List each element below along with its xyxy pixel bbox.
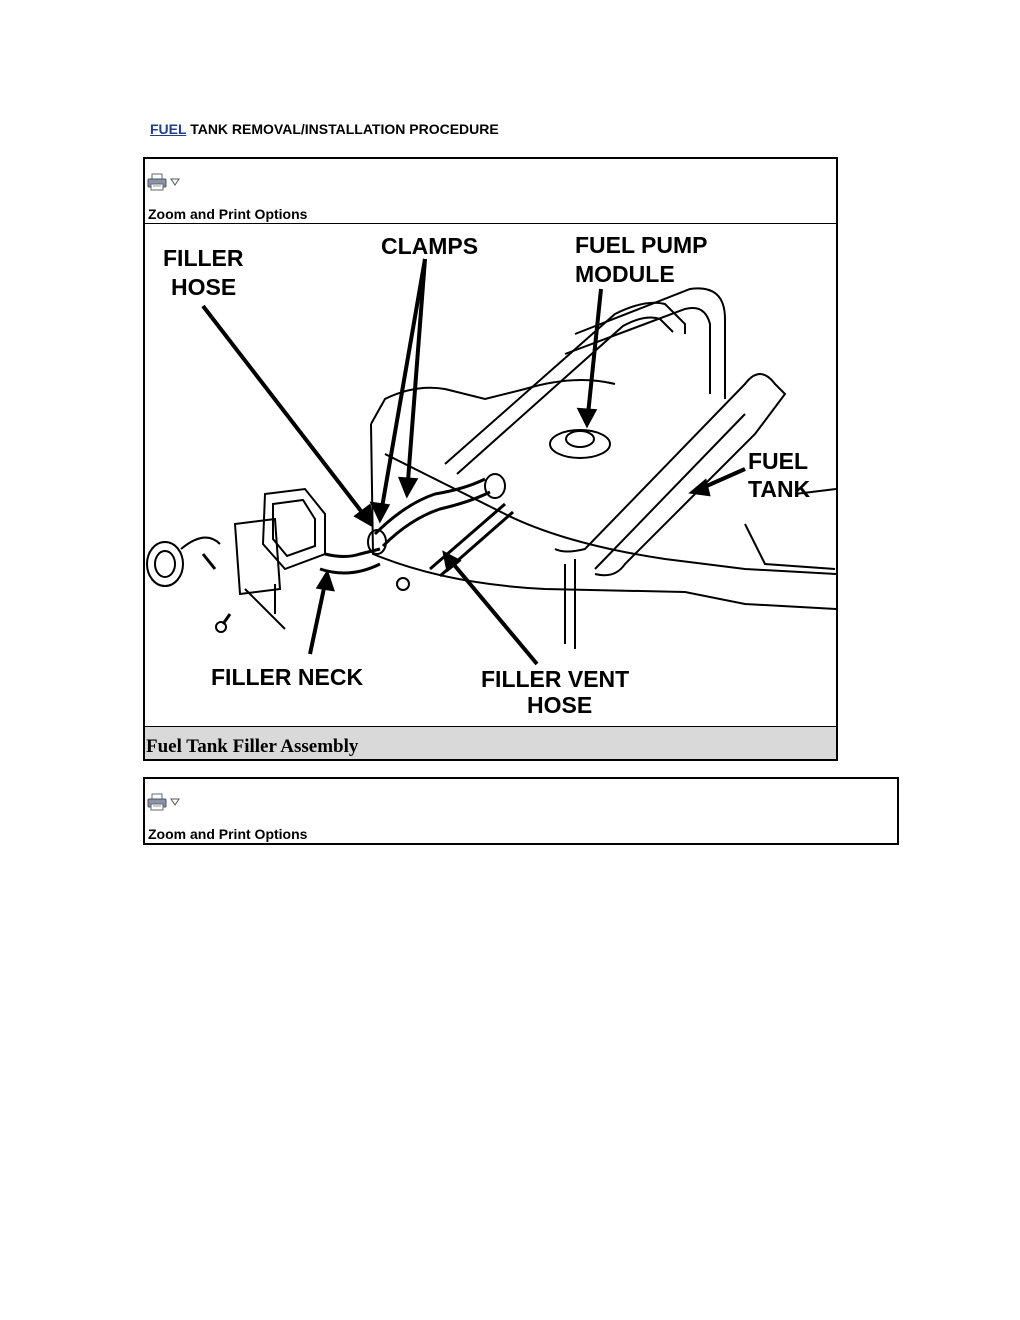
zoom-print-toolbar (147, 173, 180, 191)
label-filler-hose-2: HOSE (171, 274, 236, 300)
print-icon[interactable] (147, 793, 167, 811)
label-filler-vent-hose-2: HOSE (527, 692, 592, 718)
page-title-text: TANK REMOVAL/INSTALLATION PROCEDURE (186, 121, 499, 137)
chevron-down-icon[interactable] (170, 178, 180, 186)
label-fuel-pump-module-1: FUEL PUMP (575, 232, 707, 258)
label-fuel-pump-module-2: MODULE (575, 261, 675, 287)
figure-panel-2: Zoom and Print Options (143, 777, 899, 845)
label-filler-neck: FILLER NECK (211, 664, 363, 690)
zoom-print-options-link[interactable]: Zoom and Print Options (148, 826, 308, 842)
label-filler-hose-1: FILLER (163, 245, 244, 271)
zoom-print-options-link[interactable]: Zoom and Print Options (148, 206, 308, 222)
figure-caption: Fuel Tank Filler Assembly (146, 736, 359, 757)
fuel-tank-filler-diagram[interactable]: FILLER HOSE CLAMPS FUEL PUMP MODULE FUEL… (145, 224, 836, 727)
zoom-print-toolbar-2 (147, 793, 180, 811)
divider (145, 223, 836, 224)
label-filler-vent-hose-1: FILLER VENT (481, 666, 629, 692)
page-title: FUEL TANK REMOVAL/INSTALLATION PROCEDURE (150, 121, 499, 137)
label-fuel-tank-1: FUEL (748, 448, 808, 474)
caption-bar: Fuel Tank Filler Assembly (145, 726, 836, 759)
figure-panel: Zoom and Print Options (143, 157, 838, 761)
fuel-link[interactable]: FUEL (150, 121, 187, 137)
label-clamps: CLAMPS (381, 233, 478, 259)
chevron-down-icon[interactable] (170, 798, 180, 806)
print-icon[interactable] (147, 173, 167, 191)
label-fuel-tank-2: TANK (748, 476, 811, 502)
